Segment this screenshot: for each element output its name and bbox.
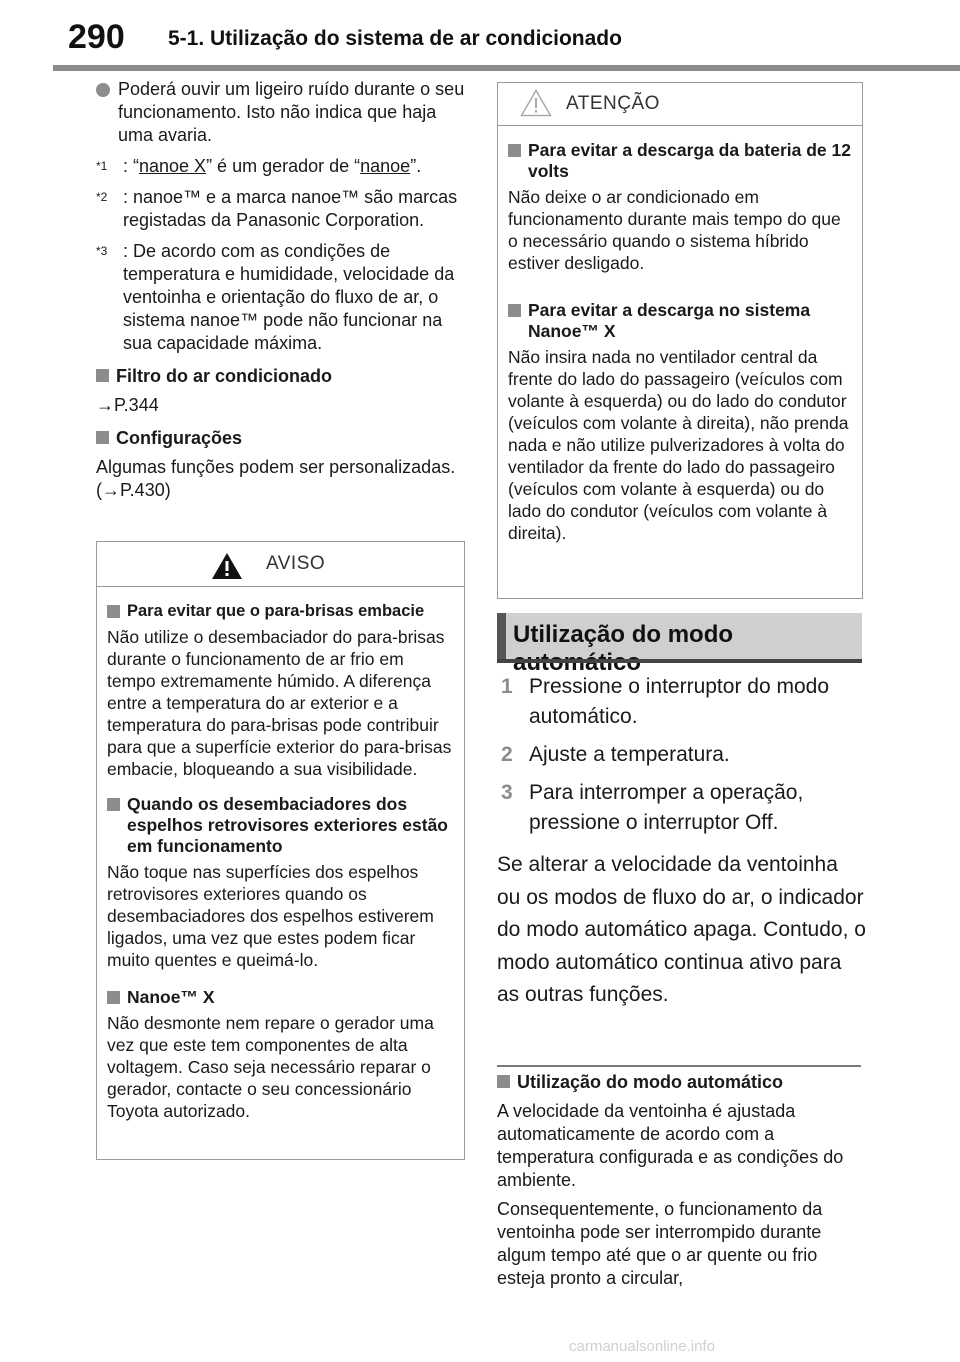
footnote-3-mark: *3	[96, 244, 108, 258]
square-bullet-icon	[107, 991, 120, 1004]
footnote-1-mark: *1	[96, 159, 108, 173]
aviso-paragraph-1: Não utilize o desembaciador do para-bris…	[107, 627, 452, 779]
step-text: Para interromper a operação, pressione o…	[529, 781, 804, 834]
settings-heading-text: Configurações	[116, 428, 243, 448]
step-text: Pressione o interruptor do modo automáti…	[529, 675, 829, 728]
watermark: carmanualsonline.info	[569, 1338, 715, 1355]
square-bullet-icon	[107, 798, 120, 811]
step-text: Ajuste a temperatura.	[529, 743, 730, 766]
footnote-1-link-nanoe-x[interactable]: nanoe X	[139, 156, 207, 176]
section-banner: Utilização do modo automático	[497, 613, 862, 676]
warning-box-header: AVISO	[97, 542, 464, 587]
section-title: 5-1. Utilização do sistema de ar condici…	[168, 27, 622, 50]
aviso-heading-3: Nanoe™ X	[107, 987, 454, 1008]
caution-box-body: Para evitar a descarga da bateria de 12 …	[498, 126, 862, 568]
caution-box-title: ATENÇÃO	[566, 93, 660, 114]
filter-heading: Filtro do ar condicionado	[96, 365, 468, 388]
footnote-3: *3 : De acordo com as condições de tempe…	[96, 240, 468, 355]
footnote-2-mark: *2	[96, 190, 108, 204]
aviso-paragraph-3: Não desmonte nem repare o gerador uma ve…	[107, 1013, 434, 1121]
aviso-heading-2-text: Quando os desembaciadores dos espelhos r…	[127, 794, 448, 856]
atencao-heading-1: Para evitar a descarga da bateria de 12 …	[508, 140, 852, 182]
footnote-3-text: : De acordo com as condições de temperat…	[123, 241, 455, 353]
warning-triangle-icon	[212, 553, 242, 579]
footnote-2: *2 : nanoe™ e a marca nanoe™ são marcas …	[96, 186, 468, 232]
left-column: Poderá ouvir um ligeiro ruído durante o …	[96, 78, 468, 508]
auto-mode-subheading: Utilização do modo automático	[497, 1071, 869, 1094]
aviso-heading-1: Para evitar que o para-brisas embacie	[107, 601, 454, 622]
steps-list: 1 Pressione o interruptor do modo automá…	[497, 672, 867, 846]
bullet-dot-icon	[96, 83, 110, 97]
square-bullet-icon	[107, 605, 120, 618]
caution-box-atencao: ATENÇÃO Para evitar a descarga da bateri…	[497, 82, 863, 599]
square-bullet-icon	[96, 431, 109, 444]
atencao-paragraph-1: Não deixe o ar condicionado em funcionam…	[508, 187, 841, 273]
banner-accent-bar	[497, 613, 506, 659]
warning-box-body: Para evitar que o para-brisas embacie Nã…	[97, 587, 464, 1146]
footnote-1: *1 : “nanoe X” é um gerador de “nanoe”.	[96, 155, 468, 178]
step-number: 2	[501, 743, 513, 766]
footnote-1-link-nanoe[interactable]: nanoe	[360, 156, 411, 176]
aviso-paragraph-2: Não toque nas superfícies dos espelhos r…	[107, 862, 434, 970]
footnote-1-pre: : “	[123, 156, 139, 176]
square-bullet-icon	[508, 144, 521, 157]
atencao-heading-1-text: Para evitar a descarga da bateria de 12 …	[528, 140, 851, 181]
footnote-2-text: : nanoe™ e a marca nanoe™ são marcas reg…	[123, 187, 458, 230]
auto-mode-sub-paragraph-1: A velocidade da ventoinha é ajustada aut…	[497, 1101, 844, 1190]
aviso-heading-2: Quando os desembaciadores dos espelhos r…	[107, 794, 454, 857]
step-number: 3	[501, 781, 513, 804]
warning-box-title: AVISO	[266, 553, 326, 574]
settings-text: Algumas funções podem ser personalizadas…	[96, 457, 456, 500]
square-bullet-icon	[96, 369, 109, 382]
atencao-paragraph-2: Não insira nada no ventilador central da…	[508, 347, 849, 543]
step-item: 3 Para interromper a operação, pressione…	[497, 778, 867, 838]
settings-heading: Configurações	[96, 427, 468, 450]
auto-mode-paragraph: Se alterar a velocidade da ventoinha ou …	[497, 853, 866, 1006]
aviso-heading-3-text: Nanoe™ X	[127, 987, 215, 1007]
step-item: 1 Pressione o interruptor do modo automá…	[497, 672, 867, 732]
caution-box-header: ATENÇÃO	[498, 83, 862, 126]
warning-box-aviso: AVISO Para evitar que o para-brisas emba…	[96, 541, 465, 1160]
atencao-heading-2: Para evitar a descarga no sistema Nanoe™…	[508, 300, 852, 342]
auto-mode-sub-paragraph-2: Consequentemente, o funcionamento da ven…	[497, 1199, 823, 1288]
aviso-heading-1-text: Para evitar que o para-brisas embacie	[127, 602, 425, 620]
square-bullet-icon	[508, 304, 521, 317]
banner-title: Utilização do modo automático	[513, 621, 734, 676]
page-number: 290	[68, 18, 125, 56]
footnote-1-post: ”.	[410, 156, 422, 176]
divider	[497, 1065, 861, 1067]
footnote-1-mid: ” é um gerador de “	[206, 156, 361, 176]
bullet-note: Poderá ouvir um ligeiro ruído durante o …	[96, 78, 468, 147]
atencao-heading-2-text: Para evitar a descarga no sistema Nanoe™…	[528, 300, 811, 341]
header-rule	[53, 65, 960, 71]
square-bullet-icon	[497, 1075, 510, 1088]
filter-reference[interactable]: →P.344	[96, 395, 159, 415]
step-number: 1	[501, 675, 513, 698]
bullet-text: Poderá ouvir um ligeiro ruído durante o …	[118, 79, 465, 145]
auto-mode-subsection: Utilização do modo automático A velocida…	[497, 1071, 869, 1296]
caution-triangle-icon	[520, 89, 552, 117]
filter-heading-text: Filtro do ar condicionado	[116, 366, 332, 386]
step-item: 2 Ajuste a temperatura.	[497, 740, 867, 770]
auto-mode-subheading-text: Utilização do modo automático	[517, 1072, 784, 1092]
banner-underline	[497, 659, 862, 663]
